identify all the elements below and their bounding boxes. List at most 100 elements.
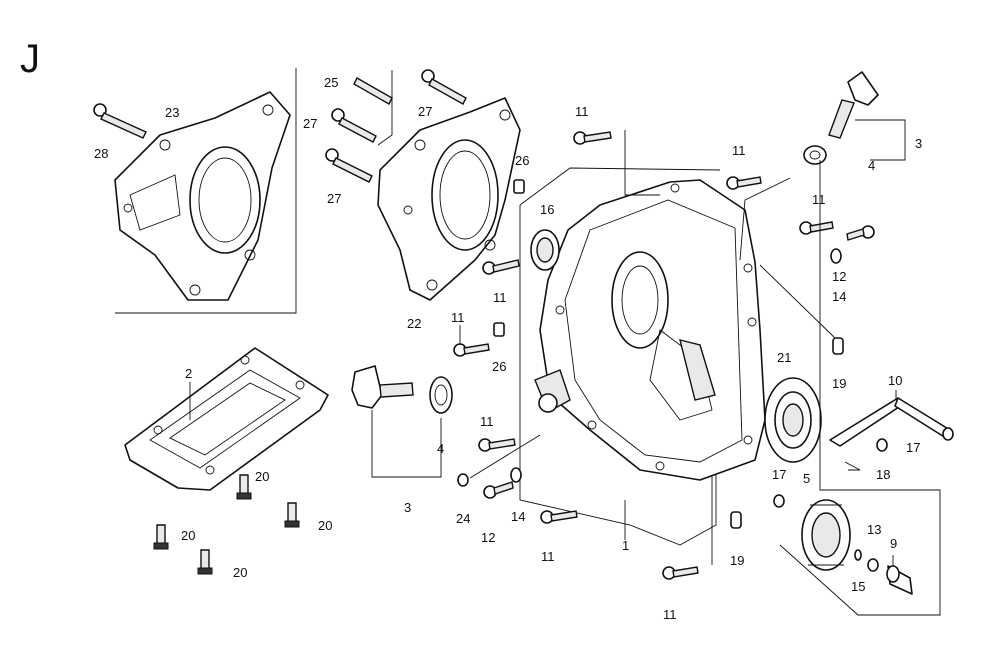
callout-27-b: 27 <box>327 191 341 206</box>
part-14-washer-left[interactable] <box>510 467 522 483</box>
callout-11-h: 11 <box>663 607 677 622</box>
section-letter: J <box>20 37 40 81</box>
leader-19-a <box>759 264 836 339</box>
callout-22: 22 <box>407 316 421 331</box>
callout-3-left: 3 <box>404 500 411 515</box>
part-9-shaft[interactable] <box>886 565 913 595</box>
part-27-bolt-b[interactable] <box>325 148 373 183</box>
callout-17-a: 17 <box>906 440 920 455</box>
part-26-pin-a[interactable] <box>513 179 525 194</box>
callout-16: 16 <box>540 202 554 217</box>
part-17-clip-b[interactable] <box>773 494 785 508</box>
callout-23: 23 <box>165 105 179 120</box>
crankcase-frame-top <box>519 167 721 206</box>
callout-12-left: 12 <box>481 530 495 545</box>
part-11-bolt-f[interactable] <box>478 438 516 452</box>
callout-20-a: 20 <box>255 469 269 484</box>
callout-10: 10 <box>888 373 902 388</box>
part-3-oil-cap-left[interactable] <box>351 365 414 409</box>
callout-11-g: 11 <box>541 549 555 564</box>
gear-frame <box>779 160 941 616</box>
callout-27-c: 27 <box>418 104 432 119</box>
part-21-bearing[interactable] <box>764 377 822 463</box>
part-17-clip-a[interactable] <box>876 438 888 452</box>
part-12-bolt-left[interactable] <box>483 481 514 499</box>
callout-20-c: 20 <box>181 528 195 543</box>
part-18-pin[interactable] <box>844 461 861 471</box>
callout-12-right: 12 <box>832 269 846 284</box>
callout-25: 25 <box>324 75 338 90</box>
part-23-side-cover[interactable] <box>114 91 291 301</box>
callout-9: 9 <box>890 536 897 551</box>
part-11-bolt-a[interactable] <box>482 259 520 275</box>
callout-13: 13 <box>867 522 881 537</box>
callout-11-a: 11 <box>493 290 507 305</box>
part-1-crankcase[interactable] <box>534 179 766 481</box>
callout-20-d: 20 <box>233 565 247 580</box>
leader-3-right <box>855 119 906 161</box>
callout-11-d: 11 <box>732 143 746 158</box>
part-4-washer-left[interactable] <box>429 376 453 414</box>
part-11-bolt-d[interactable] <box>726 176 762 190</box>
callout-19-a: 19 <box>832 376 846 391</box>
callout-14-right: 14 <box>832 289 846 304</box>
part-19-pin-a[interactable] <box>832 337 844 355</box>
part-3-oil-cap-right[interactable] <box>828 71 879 139</box>
part-5-gear[interactable] <box>801 499 851 571</box>
part-24-washer[interactable] <box>457 473 469 487</box>
callout-2: 2 <box>185 366 192 381</box>
part-2-base-plate[interactable] <box>124 347 329 491</box>
leader-11-de <box>739 177 791 261</box>
callout-24: 24 <box>456 511 470 526</box>
callout-4-right: 4 <box>868 158 875 173</box>
callout-26-b: 26 <box>492 359 506 374</box>
leader-11-c <box>624 130 660 196</box>
callout-11-c: 11 <box>575 104 589 119</box>
crankcase-frame <box>519 205 717 546</box>
callout-3-right: 3 <box>915 136 922 151</box>
callout-21: 21 <box>777 350 791 365</box>
part-16-oil-seal[interactable] <box>530 229 560 271</box>
part-15-clip[interactable] <box>854 549 862 561</box>
callout-28: 28 <box>94 146 108 161</box>
part-11-bolt-e[interactable] <box>799 221 834 235</box>
part-13-washer[interactable] <box>867 558 879 572</box>
inset-frame-23 <box>115 68 297 314</box>
callout-11-f: 11 <box>480 414 494 429</box>
callout-1: 1 <box>622 538 629 553</box>
part-25-stud[interactable] <box>353 77 393 105</box>
part-14-washer-right[interactable] <box>830 248 842 264</box>
callout-26-a: 26 <box>515 153 529 168</box>
part-11-bolt-c[interactable] <box>573 131 612 145</box>
leader-3-left <box>371 410 442 478</box>
callout-20-b: 20 <box>318 518 332 533</box>
part-11-bolt-h[interactable] <box>662 566 699 580</box>
callout-14-left: 14 <box>511 509 525 524</box>
part-12-bolt-right[interactable] <box>846 225 875 241</box>
part-26-pin-b[interactable] <box>493 322 505 337</box>
part-10-lever[interactable] <box>829 397 954 447</box>
callout-11-e: 11 <box>812 192 826 207</box>
callout-15: 15 <box>851 579 865 594</box>
part-27-bolt-c[interactable] <box>421 69 467 105</box>
part-4-washer-right[interactable] <box>803 145 827 165</box>
part-20-bolt-b[interactable] <box>284 502 300 528</box>
part-20-bolt-d[interactable] <box>197 549 213 575</box>
callout-19-b: 19 <box>730 553 744 568</box>
part-27-bolt-a[interactable] <box>331 108 377 143</box>
part-20-bolt-a[interactable] <box>236 474 252 500</box>
leader-24 <box>469 434 541 479</box>
part-28-bolt[interactable] <box>93 103 147 139</box>
leader-25-27 <box>377 70 393 146</box>
part-19-pin-b[interactable] <box>730 511 742 529</box>
part-22-plate[interactable] <box>377 97 521 301</box>
callout-18: 18 <box>876 467 890 482</box>
callout-27-a: 27 <box>303 116 317 131</box>
callout-17-b: 17 <box>772 467 786 482</box>
part-20-bolt-c[interactable] <box>153 524 169 550</box>
part-11-bolt-g[interactable] <box>540 510 578 524</box>
callout-5: 5 <box>803 471 810 486</box>
callout-11-b: 11 <box>451 310 465 325</box>
part-11-bolt-b[interactable] <box>453 343 490 357</box>
